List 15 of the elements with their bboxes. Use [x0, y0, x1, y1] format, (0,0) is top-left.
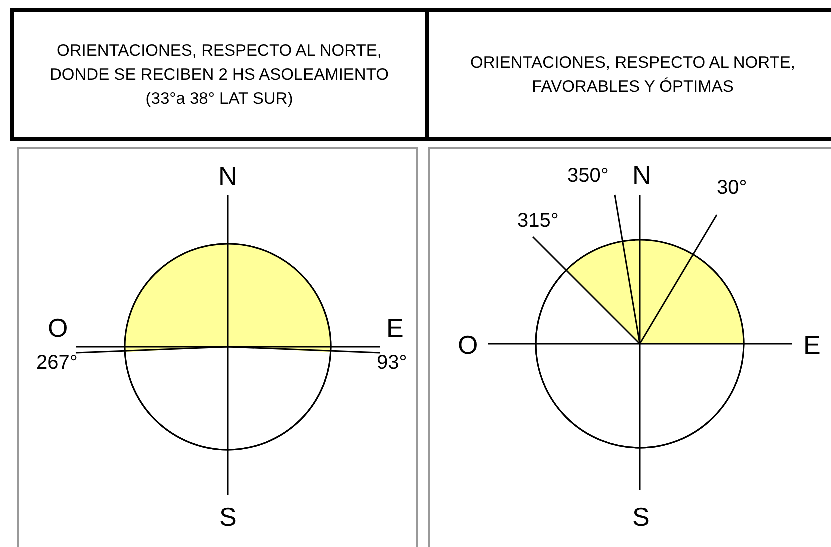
compass-point-label: E	[386, 315, 404, 341]
angle-label: 93°	[377, 353, 408, 373]
compass-point-label: O	[458, 332, 478, 358]
compass-point-label: S	[220, 504, 237, 530]
header-text: ORIENTACIONES, RESPECTO AL NORTE, DONDE SE RECIBEN 2 HS ASOLEAMIENTO (33°a 38° LAT SUR)	[49, 40, 390, 110]
angle-label: 315°	[518, 211, 559, 231]
header-text: ORIENTACIONES, RESPECTO AL NORTE, FAVORABLES Y ÓPTIMAS	[470, 52, 796, 98]
angle-label: 267°	[36, 353, 78, 373]
compass-point-label: N	[632, 162, 652, 188]
compass-point-label: E	[804, 332, 821, 358]
compass-point-label: S	[632, 504, 650, 530]
compass-point-label: N	[218, 163, 238, 189]
compass-point-label: O	[48, 315, 68, 341]
angle-label: 350°	[568, 166, 609, 186]
angle-label: 30°	[717, 178, 748, 198]
